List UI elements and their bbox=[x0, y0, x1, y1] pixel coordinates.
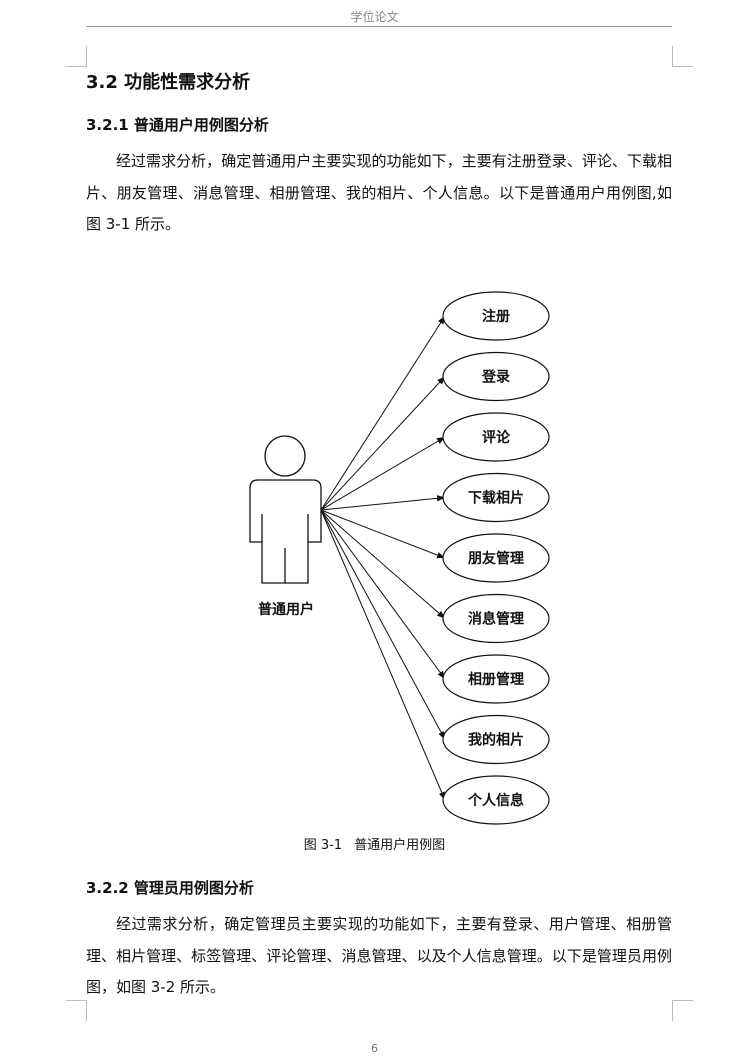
use-case-ellipse bbox=[442, 472, 550, 523]
use-case-label: 相册管理 bbox=[468, 671, 524, 688]
use-case-ellipse bbox=[442, 412, 550, 462]
actor-body bbox=[249, 479, 322, 584]
association-arrow bbox=[320, 315, 446, 511]
header-rule bbox=[86, 26, 672, 27]
subsection-heading-normal-user: 3.2.1 普通用户用例图分析 bbox=[86, 116, 269, 134]
use-case-ellipse bbox=[442, 775, 550, 825]
use-case-label: 消息管理 bbox=[468, 611, 524, 628]
use-case-label: 评论 bbox=[482, 429, 511, 446]
corner-mark-bottom-right bbox=[672, 1000, 693, 1021]
use-case-label: 朋友管理 bbox=[467, 550, 524, 567]
figure-caption: 图 3-1 普通用户用例图 bbox=[0, 834, 749, 853]
use-case-ellipse bbox=[442, 351, 550, 402]
subsection-heading-admin: 3.2.2 管理员用例图分析 bbox=[86, 879, 254, 897]
use-case-label: 个人信息 bbox=[467, 792, 524, 809]
section-heading: 3.2 功能性需求分析 bbox=[86, 72, 251, 93]
corner-mark-bottom-left bbox=[66, 1000, 87, 1021]
association-arrow bbox=[320, 495, 446, 511]
page-number: 6 bbox=[371, 1042, 378, 1055]
corner-mark-top-right bbox=[672, 46, 693, 67]
use-case-ellipse bbox=[442, 593, 550, 644]
use-case-ellipse bbox=[442, 714, 550, 765]
association-arrow bbox=[320, 509, 446, 680]
association-arrow bbox=[320, 509, 446, 740]
association-arrow bbox=[320, 509, 446, 619]
use-case-label: 注册 bbox=[482, 308, 510, 325]
actor-label: 普通用户 bbox=[258, 601, 314, 618]
figure-caption-number: 图 3-1 bbox=[303, 838, 343, 853]
use-case-ellipse bbox=[442, 654, 550, 704]
use-case-label: 下载相片 bbox=[468, 490, 524, 507]
running-header: 学位论文 bbox=[350, 10, 399, 24]
paragraph-admin: 经过需求分析，确定管理员主要实现的功能如下，主要有登录、用户管理、相册管理、相片… bbox=[86, 915, 672, 996]
association-arrow bbox=[320, 509, 446, 559]
paragraph-normal-user: 经过需求分析，确定普通用户主要实现的功能如下，主要有注册登录、评论、下载相片、朋… bbox=[86, 152, 672, 233]
use-case-label: 登录 bbox=[481, 369, 510, 386]
association-arrow bbox=[320, 509, 446, 801]
association-arrow bbox=[320, 436, 446, 511]
use-case-ellipse bbox=[442, 533, 550, 583]
use-case-label: 我的相片 bbox=[468, 732, 524, 749]
actor-figure bbox=[249, 435, 322, 584]
use-case-ellipse bbox=[442, 291, 550, 341]
figure-caption-text: 普通用户用例图 bbox=[354, 838, 446, 853]
actor-head bbox=[264, 435, 306, 477]
association-arrow bbox=[320, 376, 446, 511]
corner-mark-top-left bbox=[66, 46, 87, 67]
